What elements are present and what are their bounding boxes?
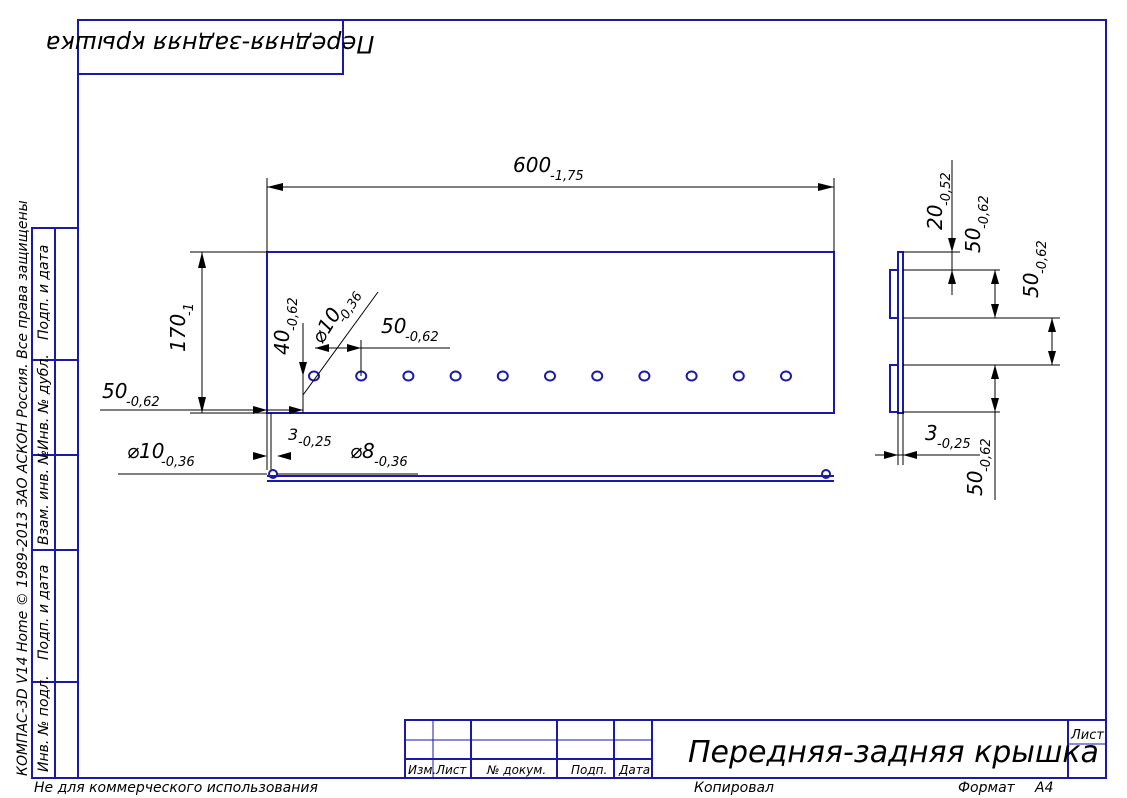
svg-text:-0,62: -0,62 xyxy=(126,395,160,410)
dim-pitch-50: 50 -0,62 xyxy=(381,314,439,345)
side-label-5: Инв. № подл. xyxy=(36,675,52,772)
hole xyxy=(685,370,698,382)
sheet-label: Лист xyxy=(1070,728,1104,743)
dim-side-20: 20 -0,52 xyxy=(923,172,954,230)
hole xyxy=(402,370,415,382)
side-label-2: Инв. № дубл. xyxy=(36,354,52,450)
svg-text:-0,36: -0,36 xyxy=(161,455,195,470)
svg-text:50: 50 xyxy=(102,379,127,403)
svg-text:50: 50 xyxy=(961,228,985,253)
front-view xyxy=(100,178,835,470)
dim-40: 40 -0,62 xyxy=(270,297,301,355)
svg-text:-0,36: -0,36 xyxy=(374,455,408,470)
svg-text:-0,25: -0,25 xyxy=(298,435,332,450)
side-view xyxy=(875,160,1060,500)
svg-text:-0,62: -0,62 xyxy=(977,195,992,229)
svg-text:170: 170 xyxy=(166,314,190,352)
dim-side-50b: 50 -0,62 xyxy=(1019,240,1050,298)
non-commercial-note: Не для коммерческого использования xyxy=(34,780,318,796)
svg-text:-0,62: -0,62 xyxy=(979,438,994,472)
svg-text:-1: -1 xyxy=(182,303,197,316)
stamp-header-izm: Изм. xyxy=(408,763,436,777)
svg-text:-1,75: -1,75 xyxy=(550,169,584,184)
plate-outline xyxy=(266,251,835,414)
dim-side-3: 3 -0,25 xyxy=(925,421,971,452)
svg-text:-0,62: -0,62 xyxy=(286,297,301,331)
stamp-header-date: Дата xyxy=(618,763,650,777)
svg-text:-0,62: -0,62 xyxy=(1035,240,1050,274)
side-label-3: Взам. инв. № xyxy=(36,450,52,545)
svg-text:⌀8: ⌀8 xyxy=(350,439,375,463)
svg-text:40: 40 xyxy=(270,330,294,355)
svg-text:50: 50 xyxy=(1019,273,1043,298)
svg-text:-0,62: -0,62 xyxy=(405,330,439,345)
format-label: Формат xyxy=(958,780,1016,796)
dim-600: 600 -1,75 xyxy=(513,153,584,184)
dim-side-50c: 50 -0,62 xyxy=(963,438,994,496)
drawing-title: Передняя-задняя крышка xyxy=(688,735,1099,770)
svg-text:3: 3 xyxy=(288,425,298,444)
dim-phi10-top: ⌀10 -0,36 xyxy=(306,289,366,347)
dim-left-50: 50 -0,62 xyxy=(102,379,160,410)
dim-phi8: ⌀8 -0,36 xyxy=(350,439,408,470)
svg-text:3: 3 xyxy=(925,421,938,445)
dim-3: 3 -0,25 xyxy=(288,425,332,450)
hole xyxy=(732,370,745,382)
hole xyxy=(449,370,462,382)
format-value: A4 xyxy=(1034,780,1053,796)
copied-label: Копировал xyxy=(694,780,774,796)
hole xyxy=(496,370,509,382)
svg-text:50: 50 xyxy=(963,471,987,496)
hole xyxy=(544,370,556,382)
title-block: Изм. Лист № докум. Подп. Дата Передняя-з… xyxy=(404,719,1107,796)
stamp-header-docnum: № докум. xyxy=(486,763,546,777)
copyright-vertical: КОМПАС-3D V14 Home © 1989-2013 ЗАО АСКОН… xyxy=(15,200,31,776)
svg-text:-0,36: -0,36 xyxy=(335,289,366,325)
outer-frame xyxy=(77,19,1107,779)
side-label-1: Подп. и дата xyxy=(36,245,52,340)
stamp-header-list: Лист xyxy=(435,763,467,777)
dimension-labels: 600 -1,75 170 -1 40 -0,62 ⌀10 -0,36 50 -… xyxy=(102,153,1050,496)
dim-170: 170 -1 xyxy=(166,303,197,352)
svg-text:-0,52: -0,52 xyxy=(939,172,954,206)
svg-text:50: 50 xyxy=(381,314,406,338)
corner-title-box: Передняя-задняя крышка xyxy=(46,19,375,75)
stamp-header-sign: Подп. xyxy=(571,763,607,777)
hole xyxy=(780,370,792,382)
bottom-view xyxy=(118,452,834,482)
svg-text:600: 600 xyxy=(513,153,551,177)
corner-title: Передняя-задняя крышка xyxy=(46,30,375,58)
hole xyxy=(591,370,604,382)
dim-side-50a: 50 -0,62 xyxy=(961,195,992,253)
hole-row xyxy=(308,370,792,382)
side-strip: Подп. и дата Инв. № дубл. Взам. инв. № П… xyxy=(15,200,79,779)
svg-text:20: 20 xyxy=(923,205,947,230)
hole xyxy=(638,370,651,382)
dim-phi10-bottom: ⌀10 -0,36 xyxy=(127,439,195,470)
side-label-4: Подп. и дата xyxy=(36,565,52,660)
svg-text:-0,25: -0,25 xyxy=(937,437,971,452)
svg-text:⌀10: ⌀10 xyxy=(127,439,165,463)
